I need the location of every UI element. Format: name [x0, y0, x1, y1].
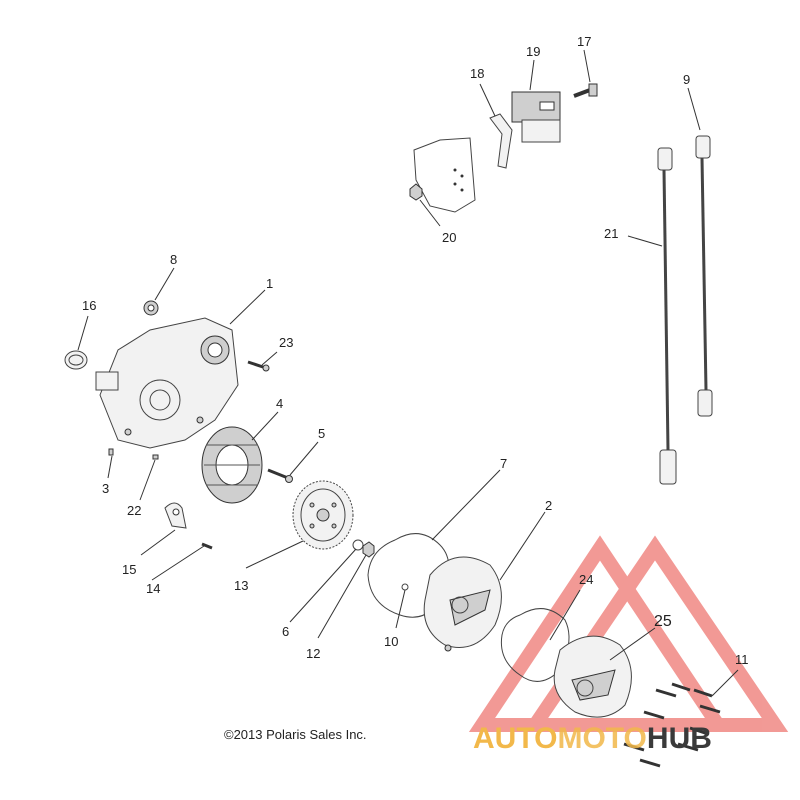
callout-13: 13 [234, 578, 248, 593]
callout-21: 21 [604, 226, 618, 241]
part-25-outer-cover [553, 635, 632, 718]
part-23-bolt [247, 360, 270, 372]
part-8-bearing [143, 300, 159, 316]
callout-labels: 1 2 3 4 5 6 7 8 9 10 11 12 13 14 15 16 1… [82, 34, 749, 667]
callout-20: 20 [442, 230, 456, 245]
callout-11: 11 [735, 652, 749, 667]
part-19-coil [511, 91, 561, 143]
part-2-cover [423, 556, 502, 652]
watermark-part-hub: HUB [647, 722, 712, 755]
callout-16: 16 [82, 298, 96, 313]
callout-14: 14 [146, 581, 160, 596]
part-20-nut [409, 183, 423, 201]
part-18-bracket [489, 113, 513, 169]
callout-5: 5 [318, 426, 325, 441]
part-17-bolt [573, 83, 598, 98]
callout-18: 18 [470, 66, 484, 81]
part-15-bracket [164, 502, 187, 529]
mounting-plate [413, 137, 476, 213]
part-10-oring [401, 583, 409, 591]
part-21-spark-plug-wire [657, 147, 677, 485]
callout-19: 19 [526, 44, 540, 59]
callout-10: 10 [384, 634, 398, 649]
part-22-pin [152, 454, 159, 460]
watermark-wordmark: AUTOMOTOHUB [473, 722, 712, 755]
callout-2: 2 [545, 498, 552, 513]
watermark-part-auto: AUTO [473, 722, 557, 755]
part-11-bolts [623, 682, 721, 768]
part-14-screw [201, 542, 213, 550]
part-4-stator [201, 426, 263, 504]
callout-17: 17 [577, 34, 591, 49]
callout-7: 7 [500, 456, 507, 471]
callout-9: 9 [683, 72, 690, 87]
copyright-notice: ©2013 Polaris Sales Inc. [224, 727, 367, 742]
part-1-housing [95, 317, 239, 449]
callout-22: 22 [127, 503, 141, 518]
callout-6: 6 [282, 624, 289, 639]
watermark-logo-mark [468, 535, 789, 732]
callout-15: 15 [122, 562, 136, 577]
part-6-washer [352, 539, 364, 551]
callout-12: 12 [306, 646, 320, 661]
part-9-spark-plug-wire [695, 135, 713, 417]
part-24-gasket [500, 608, 570, 682]
callout-1: 1 [266, 276, 273, 291]
part-3-pin [108, 448, 114, 456]
callout-24: 24 [579, 572, 593, 587]
callout-8: 8 [170, 252, 177, 267]
callout-3: 3 [102, 481, 109, 496]
part-12-nut [362, 541, 375, 558]
callout-25: 25 [654, 613, 672, 630]
leader-lines [77, 49, 739, 697]
watermark-part-moto: MOTO [557, 722, 646, 755]
callout-23: 23 [279, 335, 293, 350]
callout-4: 4 [276, 396, 283, 411]
part-13-flywheel [292, 480, 354, 550]
part-16-seal [64, 350, 88, 370]
part-5-bolt [267, 468, 293, 483]
